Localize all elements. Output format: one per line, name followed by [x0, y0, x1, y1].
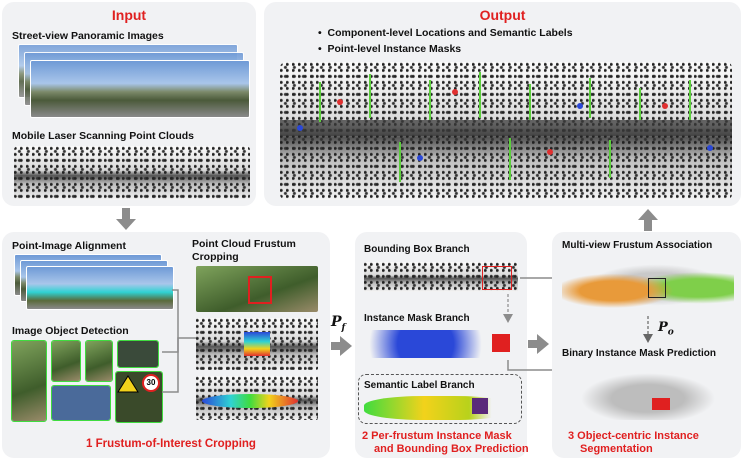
stage3-caption-line2: Segmentation — [580, 443, 653, 455]
stage2-caption: 2 Per-frustum Instance Mask and Bounding… — [362, 430, 529, 456]
detection-label: Image Object Detection — [12, 325, 129, 337]
mls-label: Mobile Laser Scanning Point Clouds — [12, 130, 195, 142]
semantic-branch-label: Semantic Label Branch — [364, 380, 475, 391]
detection-traffic-light — [117, 340, 159, 368]
semantic-branch-box — [358, 374, 522, 424]
alignment-label: Point-Image Alignment — [12, 240, 126, 252]
stage2-caption-line1: 2 Per-frustum Instance Mask — [362, 430, 512, 442]
input-title: Input — [111, 7, 147, 23]
output-segmented-point-cloud — [280, 62, 732, 200]
detection-signs-photo: 30 — [115, 371, 163, 423]
speed-limit-sign: 30 — [142, 374, 160, 392]
mask-branch-label: Instance Mask Branch — [364, 313, 470, 324]
po-symbol: Po — [658, 320, 674, 338]
binary-object-mask — [652, 398, 670, 410]
stage1-caption: 1 Frustum-of-Interest Cropping — [86, 438, 256, 450]
bbox-3d-box — [482, 266, 512, 290]
frustum-point-cloud-2 — [196, 376, 318, 420]
semantic-object — [472, 398, 488, 414]
detection-photo-1 — [11, 340, 47, 422]
arrow-assoc-to-binary — [643, 316, 653, 343]
arrow-input-to-stage1 — [116, 208, 136, 230]
frustum-point-cloud-1 — [196, 318, 318, 370]
assoc-label: Multi-view Frustum Association — [562, 240, 713, 251]
detection-photo-3 — [85, 340, 113, 382]
frustum-detection-box — [248, 276, 272, 304]
bbox-branch-cloud — [364, 262, 518, 292]
output-bullet-1: • Component-level Locations and Semantic… — [318, 27, 573, 39]
detection-photo-2 — [51, 340, 81, 382]
frustum-colored-points — [202, 394, 298, 408]
alignment-image — [26, 266, 174, 310]
detection-photo-4 — [51, 385, 111, 421]
mls-point-cloud — [14, 146, 250, 200]
assoc-object-box — [648, 278, 666, 298]
arrow-bbox-to-mask — [503, 294, 513, 323]
output-instance-markers — [280, 72, 732, 182]
mask-object — [492, 334, 510, 352]
pf-symbol-sub: f — [341, 322, 346, 333]
po-symbol-main: P — [658, 320, 668, 335]
stage3-caption: 3 Object-centric Instance Segmentation — [568, 430, 699, 456]
output-title: Output — [479, 7, 526, 23]
frustum-colored-object — [244, 332, 270, 356]
bbox-branch-label: Bounding Box Branch — [364, 244, 470, 255]
arrow-stage1-to-stage2 — [331, 336, 352, 356]
pano-label: Street-view Panoramic Images — [12, 30, 164, 42]
frustum-photo — [196, 266, 318, 312]
output-bullet-1-text: Component-level Locations and Semantic L… — [327, 27, 573, 39]
pf-symbol-main: P — [331, 314, 342, 330]
output-bullet-2: • Point-level Instance Masks — [318, 43, 462, 55]
frustum-label-text: Point Cloud Frustum Cropping — [192, 238, 296, 263]
binary-label: Binary Instance Mask Prediction — [562, 348, 716, 359]
arrow-stage3-to-output — [638, 209, 658, 231]
frustum-label: Point Cloud Frustum Cropping — [192, 238, 322, 264]
warning-sign-icon — [117, 375, 139, 393]
pf-symbol: Pf — [331, 314, 345, 333]
assoc-point-cloud — [562, 256, 734, 314]
mask-branch-cloud — [364, 330, 518, 358]
panorama-image — [30, 60, 250, 118]
binary-point-cloud — [562, 366, 734, 420]
semantic-branch-cloud — [364, 396, 514, 420]
stage3-caption-line1: 3 Object-centric Instance — [568, 430, 699, 442]
stage2-caption-line2: and Bounding Box Prediction — [374, 443, 529, 455]
output-bullet-2-text: Point-level Instance Masks — [327, 43, 462, 55]
po-symbol-sub: o — [667, 327, 674, 338]
